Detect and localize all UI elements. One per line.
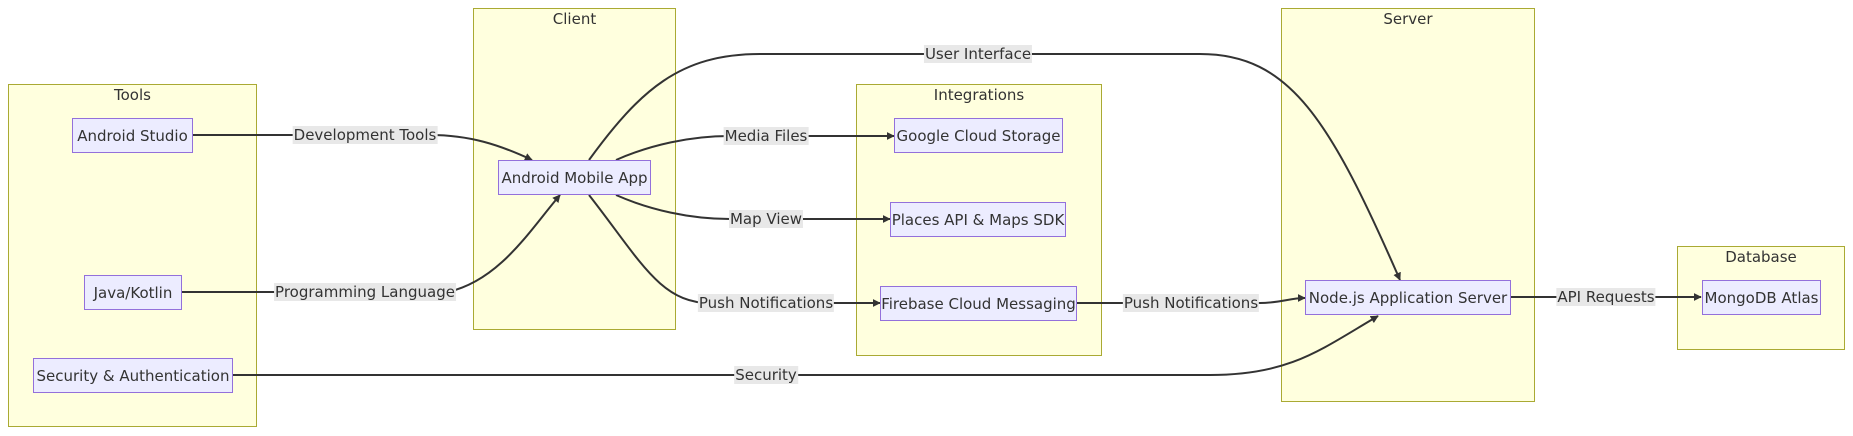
node-places-api-maps-sdk[interactable]: Places API & Maps SDK: [890, 202, 1066, 237]
edge-label-programming-language: Programming Language: [274, 283, 456, 301]
node-security-authentication[interactable]: Security & Authentication: [33, 358, 233, 393]
cluster-title-client: Client: [552, 10, 597, 28]
node-android-mobile-app[interactable]: Android Mobile App: [498, 160, 651, 195]
edge-programming-language: [182, 194, 561, 293]
cluster-title-server: Server: [1383, 10, 1433, 28]
edge-label-development-tools: Development Tools: [292, 126, 438, 144]
node-android-studio[interactable]: Android Studio: [72, 118, 193, 153]
node-mongodb-atlas[interactable]: MongoDB Atlas: [1702, 280, 1821, 315]
cluster-title-tools: Tools: [114, 86, 151, 104]
edge-label-media-files: Media Files: [723, 127, 809, 145]
edge-label-push-notifications-1: Push Notifications: [697, 294, 835, 312]
edge-push-notifications-2: [1077, 294, 1306, 304]
edge-label-user-interface: User Interface: [923, 45, 1033, 63]
edge-map-view: [615, 194, 891, 223]
node-nodejs-application-server[interactable]: Node.js Application Server: [1305, 280, 1511, 315]
node-java-kotlin[interactable]: Java/Kotlin: [84, 275, 182, 310]
node-firebase-cloud-messaging[interactable]: Firebase Cloud Messaging: [880, 286, 1077, 321]
edge-label-security: Security: [734, 366, 798, 384]
edge-security: [233, 315, 1379, 376]
edge-label-push-notifications-2: Push Notifications: [1122, 294, 1260, 312]
edge-label-map-view: Map View: [728, 210, 804, 228]
cluster-server: Server: [1281, 8, 1535, 402]
edge-user-interface: [588, 53, 1401, 281]
node-google-cloud-storage[interactable]: Google Cloud Storage: [894, 118, 1063, 153]
cluster-title-integrations: Integrations: [933, 86, 1025, 104]
edge-label-api-requests: API Requests: [1556, 288, 1656, 306]
cluster-title-database: Database: [1725, 248, 1797, 266]
